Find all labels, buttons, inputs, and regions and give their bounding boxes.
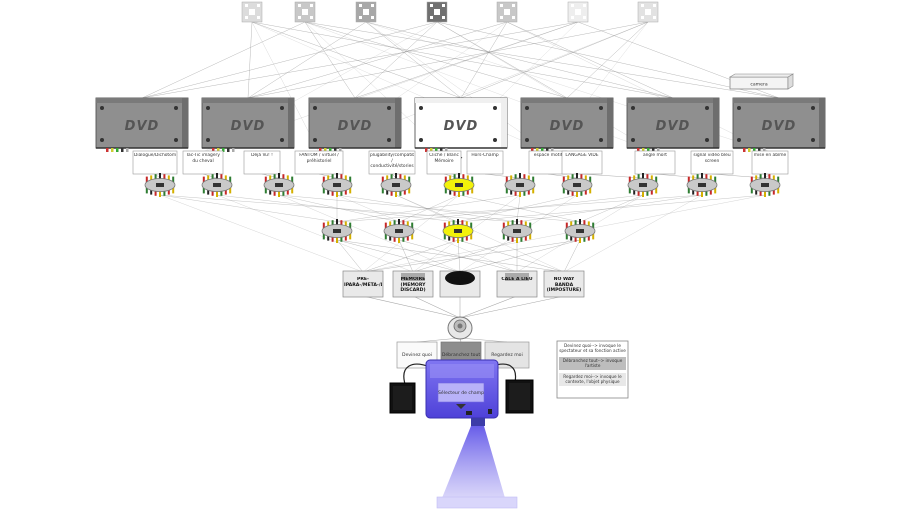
camera-unit: camera xyxy=(728,73,795,90)
module-label-box: FANTOM / virtuel / préhistoriel xyxy=(294,150,344,175)
dvd-logo: DVD xyxy=(444,119,479,134)
info-line-3: Regardez moi--> invoque le contexte, l'o… xyxy=(559,372,626,386)
video-projector: Sélecteur de champ xyxy=(425,359,499,426)
module-label: plugability/compatibilité / conductivité… xyxy=(370,153,414,169)
module-label-box: Dialogue/Dichotomie xyxy=(132,150,178,175)
patch-node[interactable] xyxy=(627,173,659,197)
module-label-box: signal vidéo bleu screen xyxy=(690,150,734,175)
tab-label-regardez: Regardez moi xyxy=(491,352,523,358)
top-icon-row xyxy=(241,1,659,23)
selector-title: Sélecteur de champ xyxy=(438,389,484,396)
module-label-box: mise en abîme xyxy=(751,150,789,175)
stage-block: MÉMOIRE (MEMORY DISCARD) xyxy=(392,270,434,298)
patch-node[interactable] xyxy=(321,219,353,243)
stage-block-row: PRE-IPARA-/META-/LOGOS MÉMOIRE (MEMORY DI… xyxy=(342,270,585,298)
module-label-box: Cliché / Blanc Mémoire xyxy=(426,150,462,175)
active-patch-node[interactable] xyxy=(443,173,475,197)
stage-block-label: PRE-IPARA-/META-/LOGOS xyxy=(344,277,382,288)
dvd-player: DVD xyxy=(414,97,508,152)
dvd-player: DVD xyxy=(626,97,720,152)
patch-node[interactable] xyxy=(561,173,593,197)
module-label: mise en abîme xyxy=(753,153,787,158)
cross-pattern-icon xyxy=(426,1,448,23)
cross-pattern-icon xyxy=(637,1,659,23)
patch-node[interactable] xyxy=(686,173,718,197)
dvd-logo: DVD xyxy=(125,119,160,134)
active-patch-node[interactable] xyxy=(442,219,474,243)
stage-block: CALE A LIEU xyxy=(496,270,538,298)
patch-node[interactable] xyxy=(380,173,412,197)
stage-block-label: META (VAL) xyxy=(445,277,475,282)
module-label-box: Déjà Vu! ! xyxy=(243,150,281,175)
dvd-logo: DVD xyxy=(231,119,266,134)
module-label-box: espace motif xyxy=(528,150,568,175)
info-line-2: Débranchez tout--> invoque l'artiste xyxy=(559,356,626,370)
patch-node[interactable] xyxy=(144,173,176,197)
module-label: LANGAGE VIDE xyxy=(565,153,599,158)
dvd-player-row: DVD DVD DVD DVD DVD DVD DVD xyxy=(95,97,826,152)
legend-info-box: Devinez quoi--> invoque le spectateur et… xyxy=(556,340,629,399)
dvd-player: DVD xyxy=(732,97,826,152)
module-label: signal vidéo bleu screen xyxy=(693,153,731,164)
dvd-player: DVD xyxy=(201,97,295,152)
stage-block-label: NO WAY BANDA (IMPOSTURE) xyxy=(546,277,582,293)
cross-pattern-icon xyxy=(241,1,263,23)
patch-node[interactable] xyxy=(504,173,536,197)
patch-node[interactable] xyxy=(501,219,533,243)
module-label-box: LANGAGE VIDE xyxy=(561,150,603,175)
module-label-box: angle mort xyxy=(634,150,676,175)
dvd-logo: DVD xyxy=(338,119,373,134)
stage-block-label: CALE A LIEU xyxy=(501,277,533,282)
patch-node[interactable] xyxy=(263,173,295,197)
patch-node[interactable] xyxy=(321,173,353,197)
patch-node[interactable] xyxy=(201,173,233,197)
module-label: Cliché / Blanc Mémoire xyxy=(429,153,459,164)
info-line-1: Devinez quoi--> invoque le spectateur et… xyxy=(559,343,626,354)
module-label: Tac-Tic imagery du cheval xyxy=(186,153,220,164)
central-mixer-knob[interactable] xyxy=(447,316,473,340)
patch-node[interactable] xyxy=(749,173,781,197)
cross-pattern-icon xyxy=(355,1,377,23)
dvd-logo: DVD xyxy=(762,119,797,134)
dvd-player: DVD xyxy=(520,97,614,152)
module-label: espace motif xyxy=(533,153,563,158)
module-label-box: Tac-Tic imagery du cheval xyxy=(182,150,224,175)
module-label: Dialogue/Dichotomie xyxy=(134,153,176,158)
camera-label: camera xyxy=(750,82,768,88)
dvd-player: DVD xyxy=(95,97,189,152)
stage-block: PRE-IPARA-/META-/LOGOS xyxy=(342,270,384,298)
module-label-box: plugability/compatibilité / conductivité… xyxy=(368,150,416,175)
stage-block: META (VAL) xyxy=(439,270,481,298)
cross-pattern-icon xyxy=(294,1,316,23)
tab-label-debranchez: Débranchez tout xyxy=(442,351,481,358)
patch-node-row-2 xyxy=(321,219,596,243)
module-label: Hors-Champ xyxy=(471,153,499,158)
speaker-left xyxy=(389,363,431,414)
cross-pattern-icon xyxy=(567,1,589,23)
patch-node[interactable] xyxy=(383,219,415,243)
dvd-player: DVD xyxy=(308,97,402,152)
stage-block-label: MÉMOIRE (MEMORY DISCARD) xyxy=(400,277,426,293)
module-label-row: Dialogue/Dichotomie Tac-Tic imagery du ch… xyxy=(132,150,789,175)
tab-label-devinez: Devinez quoi xyxy=(402,352,432,358)
patch-node-row-1 xyxy=(144,173,781,197)
module-label-box: Hors-Champ xyxy=(466,150,504,175)
module-label: angle mort xyxy=(642,153,668,158)
module-label: Déjà Vu! ! xyxy=(251,153,273,158)
connection-lines xyxy=(141,21,780,343)
patch-node[interactable] xyxy=(564,219,596,243)
dvd-logo: DVD xyxy=(656,119,691,134)
projection-beam xyxy=(436,426,518,509)
stage-block: NO WAY BANDA (IMPOSTURE) xyxy=(543,270,585,298)
module-label: FANTOM / virtuel / préhistoriel xyxy=(299,153,339,164)
dvd-logo: DVD xyxy=(550,119,585,134)
cross-pattern-icon xyxy=(496,1,518,23)
